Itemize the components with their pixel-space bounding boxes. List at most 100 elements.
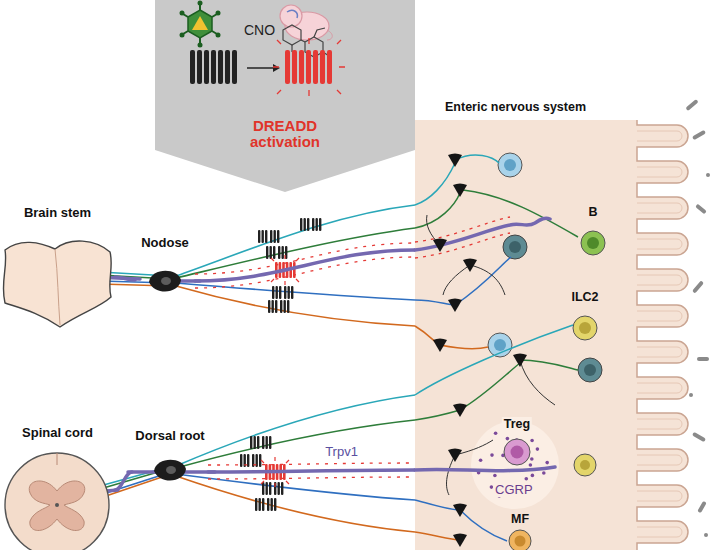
drawing-circle [180, 33, 185, 38]
drawing-circle [584, 364, 596, 376]
inactive-dreadd [240, 218, 321, 511]
drawing-path [176, 395, 415, 466]
drawing-path [520, 360, 578, 370]
drawing-rect [327, 50, 332, 84]
spinal-cord-shape: Spinal cord [0, 425, 115, 550]
drawing-path [463, 190, 578, 237]
drawing-path [327, 30, 332, 40]
drawing-circle [511, 446, 524, 459]
drawing-rect [285, 50, 290, 84]
drawing-polygon [155, 0, 415, 192]
drawing-circle [545, 461, 549, 465]
drawing-rect [232, 50, 237, 84]
drawing-ellipse [166, 466, 176, 474]
drawing-circle [504, 439, 530, 465]
drawing-use [453, 404, 467, 418]
drawing-circle [493, 474, 497, 478]
drawing-g [415, 155, 578, 541]
node-label: Enteric nervous system [445, 100, 586, 114]
drawing-use [272, 286, 293, 299]
drawing-circle [479, 459, 483, 463]
drawing-rect [306, 50, 311, 84]
drawing-path [415, 467, 555, 471]
drawing-circle [506, 437, 510, 441]
node-label: MF [511, 512, 529, 527]
neuropeptide-label: CGRP [493, 482, 535, 497]
trpv1-fiber-stubs [95, 277, 215, 492]
drawing-path [176, 420, 415, 468]
drawing-path [57, 453, 58, 465]
drawing-path [440, 345, 488, 349]
drawing-circle [180, 11, 185, 16]
drawing-circle [706, 173, 710, 177]
drawing-path [176, 286, 415, 326]
drawing-circle [574, 454, 596, 476]
drawing-polygon [188, 10, 212, 38]
macrophage-cell: MF [500, 512, 540, 550]
drawing-use [255, 498, 276, 511]
drawing-polygon [192, 16, 208, 30]
drawing-use [448, 299, 462, 313]
drawing-rect [695, 204, 707, 215]
drawing-rect [692, 280, 704, 293]
drawing-rect [313, 50, 318, 84]
activation-glow [208, 463, 415, 465]
treg-cell: Treg [495, 417, 539, 467]
enteric-panel-outline [415, 95, 715, 550]
drawing-use [513, 354, 527, 368]
node-label: Treg [502, 417, 532, 432]
drawing-rect [299, 50, 304, 84]
node-label: Nodose [141, 235, 189, 251]
drawing-path [415, 193, 460, 228]
drawing-ellipse [161, 277, 171, 285]
drawing-circle [198, 1, 203, 6]
drawing-g [285, 50, 332, 84]
enteric-panel: Enteric nervous systemBILC2TregMF [415, 95, 715, 550]
drawing-circle [530, 439, 534, 443]
node-label: ILC2 [571, 290, 598, 305]
drawing-circle [689, 393, 693, 397]
drawing-rect [320, 50, 325, 84]
fiber-label: Trpv1 [323, 444, 360, 459]
drawing-rect [218, 50, 223, 84]
drawing-use [262, 482, 283, 495]
drawing-circle [280, 5, 302, 27]
drawing-path [3, 241, 111, 327]
drawing-path [287, 10, 297, 18]
drawing-g [685, 99, 710, 537]
drawing-rect [692, 130, 706, 140]
drawing-rect [692, 432, 706, 442]
drawing-circle [216, 33, 221, 38]
drawing-rect [415, 120, 715, 550]
dreadd-arrow-panel-outline [155, 0, 415, 195]
drawing-circle [490, 453, 494, 457]
drawing-path [415, 163, 455, 205]
drawing-circle [216, 11, 221, 16]
drawing-circle [579, 322, 591, 334]
drawing-path [637, 131, 682, 537]
drawing-use [453, 504, 467, 518]
drawing-path [29, 481, 85, 531]
drawing-circle [578, 358, 602, 382]
drawing-path [176, 474, 415, 500]
drawing-circle [471, 421, 559, 509]
drawing-circle [587, 237, 599, 249]
drawing-rect [685, 99, 698, 111]
drawing-circle [55, 503, 59, 507]
spinal-fibers [100, 395, 415, 532]
node-label: Dorsal root [135, 428, 204, 444]
drawing-use [448, 154, 462, 168]
drawing-circle [504, 159, 516, 171]
drawing-rect [225, 50, 230, 84]
drawing-circle [5, 453, 109, 550]
drawing-path [460, 363, 520, 410]
drawing-circle [498, 153, 522, 177]
drawing-circle [704, 533, 708, 537]
node-label: Brain stem [24, 205, 91, 221]
drawing-path [415, 217, 510, 258]
drawing-circle [494, 432, 498, 436]
ilc2-cell: ILC2 [565, 290, 605, 342]
drawing-circle [536, 447, 540, 451]
drug-label: CNO [244, 22, 275, 38]
drawing-path [427, 215, 555, 495]
